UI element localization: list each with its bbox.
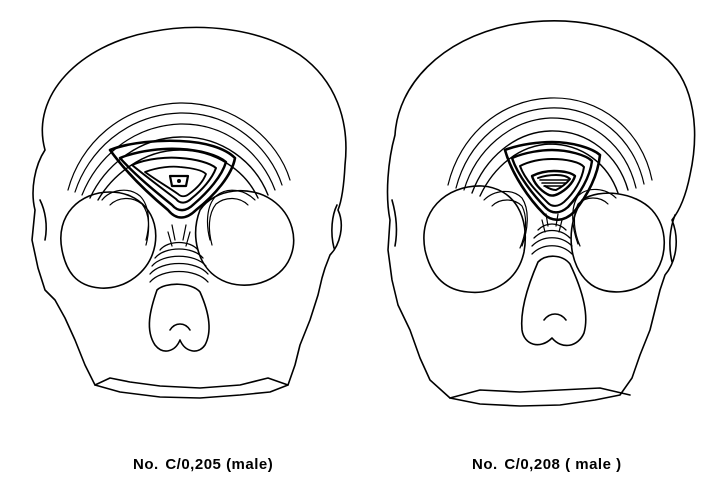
caption-right-prefix: No. [472,456,498,473]
caption-left-specimen: C/0,205 [165,456,221,473]
caption-left: No. C/0,205 (male) [133,456,273,473]
caption-right-specimen: C/0,208 [504,456,560,473]
caption-left-sex: (male) [226,456,273,473]
skull-outline-right [388,21,695,406]
caption-right: No. C/0,208 ( male ) [472,456,622,473]
contour-rings-right [448,98,652,254]
caption-right-sex: ( male ) [565,456,622,473]
caption-left-prefix: No. [133,456,159,473]
